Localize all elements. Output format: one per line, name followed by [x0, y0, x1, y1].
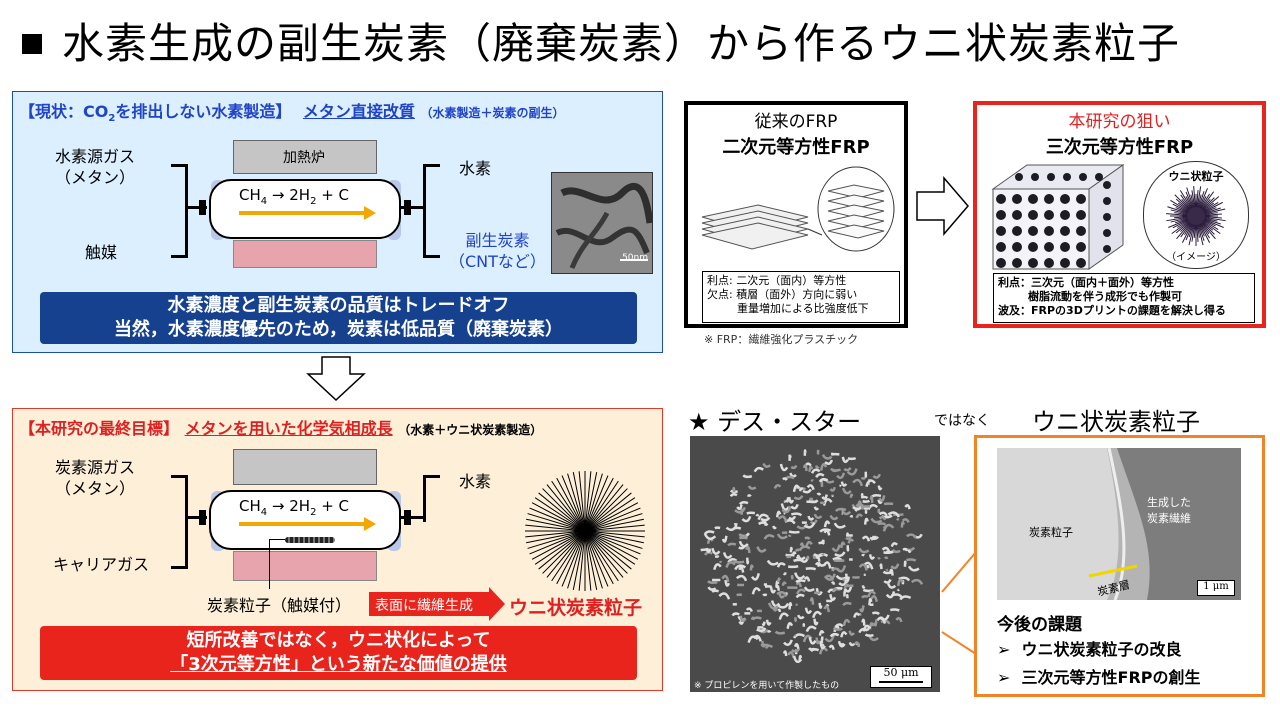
output-connector — [401, 206, 423, 209]
catalyst-label: 触媒 — [85, 243, 118, 262]
byproduct-carbon-label: 副生炭素（CNTなど） — [449, 231, 546, 271]
urchin-inset-title: ウニ状粒子 — [1168, 170, 1224, 183]
conventional-frp-info: 利点: 二次元（面内）等方性 欠点: 積層（面外）方向に弱い 重量増加による比強… — [702, 271, 900, 323]
carbon-particle-label: 炭素粒子（触媒付） — [207, 596, 352, 615]
fiber-sem-particle-label: 炭素粒子 — [1029, 526, 1073, 539]
research-aim-box: 本研究の狙い 三次元等方性FRP ウニ状粒子 （イメージ） 利点：三次元（面内＋… — [973, 101, 1266, 328]
arrow-bullet-icon: ➢ — [997, 668, 1011, 687]
slide-title: 水素生成の副生炭素（廃棄炭素）から作るウニ状炭素粒子 — [62, 19, 1181, 68]
hydrogen-source-gas-label: 水素源ガス（メタン） — [55, 147, 136, 187]
particle-pointer-v — [269, 539, 270, 589]
growth-arrow — [369, 592, 489, 616]
sem-scale-bar: 50 μm — [870, 666, 932, 688]
future-task-item-1: ➢ ウニ状炭素粒子の改良 — [997, 640, 1182, 659]
frp-footnote: ※ FRP：繊維強化プラスチック — [704, 333, 859, 346]
input-connector — [185, 206, 207, 209]
goal-output-flange — [404, 510, 411, 525]
zoom-connector — [940, 436, 980, 700]
goal-furnace-bottom — [233, 551, 377, 581]
goal-output-connector — [401, 516, 423, 519]
goal-input-flange — [199, 510, 206, 525]
bullet-square-icon — [22, 34, 42, 54]
particle-pointer-h — [269, 539, 285, 540]
urchin-inset-caption: （イメージ） — [1166, 252, 1226, 263]
carbon-source-gas-label: 炭素源ガス（メタン） — [55, 458, 136, 498]
furnace-top — [233, 140, 377, 174]
value-banner: 短所改善ではなく，ウニ状化によって 「3次元等方性」という新たな価値の提供 — [40, 626, 637, 680]
arrow-bullet-icon: ➢ — [997, 640, 1011, 659]
urchin-sem-image: ※ プロピレンを用いて作製したもの 50 μm — [690, 436, 940, 692]
urchin-inset: ウニ状粒子 （イメージ） — [1143, 161, 1249, 269]
urchin-result-label: ウニ状炭素粒子 — [509, 597, 643, 619]
goal-input-connector — [185, 516, 207, 519]
future-tasks-box: 炭素粒子 生成した炭素繊維 炭素層 1 μm 今後の課題 ➢ ウニ状炭素粒子の改… — [974, 435, 1265, 697]
right-arrow-icon — [916, 175, 970, 240]
input-bracket — [171, 164, 188, 258]
current-method-panel: 【現状：CO2を排出しない水素製造】 メタン直接改質 （水素製造＋炭素の副生） … — [12, 91, 663, 353]
goal-header: 【本研究の最終目標】 メタンを用いた化学気相成長 （水素＋ウニ状炭素製造） — [19, 419, 543, 438]
growth-arrow-head — [489, 587, 505, 621]
input-flange — [199, 200, 206, 215]
output-bracket — [423, 164, 440, 258]
conventional-frp-small-title: 従来のFRP — [754, 112, 838, 132]
cnt-tem-image: 50nm — [551, 172, 653, 274]
furnace-bottom — [233, 240, 377, 268]
future-task-item-2: ➢ 三次元等方性FRPの創生 — [997, 668, 1201, 687]
flow-arrow-shaft — [239, 211, 365, 215]
fiber-sem-image: 炭素粒子 生成した炭素繊維 炭素層 1 μm — [997, 448, 1241, 600]
goal-flow-arrow-head — [364, 517, 376, 531]
tem-scale-label: 50nm — [622, 253, 648, 263]
goal-flow-arrow-shaft — [239, 522, 365, 526]
urchin-schematic-icon — [523, 469, 647, 597]
research-aim-info: 利点：三次元（面内＋面外）等方性 樹脂流動を伴う成形でも作製可 波及：FRPの3… — [993, 273, 1255, 323]
furnace-label: 加熱炉 — [283, 150, 325, 166]
carrier-gas-label: キャリアガス — [53, 555, 150, 574]
research-aim-title: 三次元等方性FRP — [1045, 137, 1194, 158]
hydrogen-output-label: 水素 — [459, 159, 492, 178]
growth-label: 表面に繊維生成 — [375, 598, 473, 614]
urchin-carbon-heading: ウニ状炭素粒子 — [1032, 408, 1200, 436]
urchin-photo-icon — [1166, 186, 1226, 250]
catalyst-particle-bed — [285, 537, 335, 543]
current-method-header: 【現状：CO2を排出しない水素製造】 メタン直接改質 （水素製造＋炭素の副生） — [19, 102, 565, 125]
goal-input-bracket — [171, 475, 188, 569]
deathstar-label: ★ デス・スター — [688, 408, 862, 436]
goal-hydrogen-output-label: 水素 — [459, 472, 492, 491]
fiber-sem-scale: 1 μm — [1197, 580, 1235, 596]
reaction-equation: CH4 → 2H2 + C — [239, 186, 350, 207]
goal-furnace-top — [233, 449, 377, 485]
sem-note: ※ プロピレンを用いて作製したもの — [694, 681, 840, 691]
fiber-sem-fiber-label: 生成した炭素繊維 — [1147, 496, 1191, 525]
laminate-stack-icon — [698, 165, 898, 269]
output-flange — [404, 200, 411, 215]
flow-arrow-head — [364, 206, 376, 220]
future-tasks-heading: 今後の課題 — [997, 615, 1082, 635]
goal-output-line — [423, 475, 440, 522]
research-aim-small-title: 本研究の狙い — [1068, 112, 1171, 132]
not-label: ではなく — [934, 413, 990, 429]
down-arrow-icon — [306, 356, 366, 406]
goal-reaction-equation: CH4 → 2H2 + C — [239, 497, 350, 518]
conventional-frp-title: 二次元等方性FRP — [722, 137, 870, 158]
conventional-frp-box: 従来のFRP 二次元等方性FRP 利点: 二次元（面内）等方性 欠点: 積層（面… — [684, 101, 908, 328]
tradeoff-banner: 水素濃度と副生炭素の品質はトレードオフ 当然，水素濃度優先のため，炭素は低品質（… — [40, 292, 637, 344]
isotropic-cube-icon — [991, 163, 1131, 275]
goal-panel: 【本研究の最終目標】 メタンを用いた化学気相成長 （水素＋ウニ状炭素製造） 炭素… — [12, 408, 663, 691]
